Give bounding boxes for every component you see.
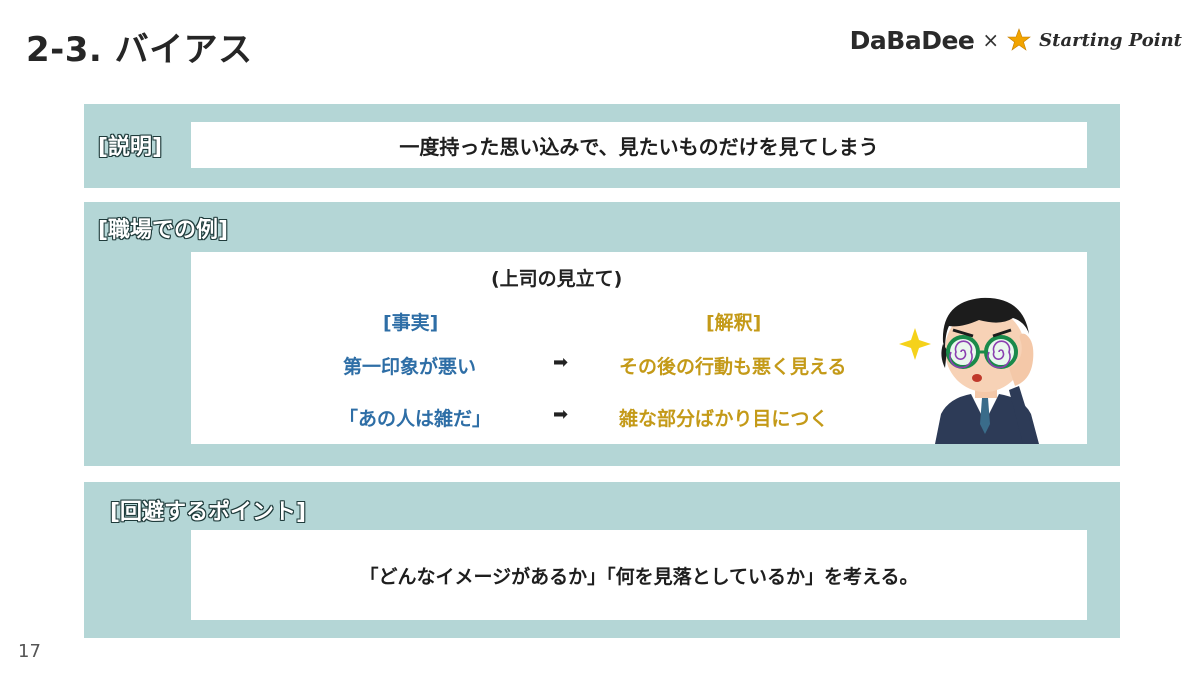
arrow-right-icon: ➡ xyxy=(553,404,569,425)
explanation-box: 一度持った思い込みで、見たいものだけを見てしまう xyxy=(191,122,1087,168)
page-title: 2-3. バイアス xyxy=(26,30,253,70)
explanation-label: [説明] xyxy=(98,135,163,160)
explanation-text: 一度持った思い込みで、見たいものだけを見てしまう xyxy=(399,134,879,159)
interpretation-row-1: その後の行動も悪く見える xyxy=(619,356,847,378)
workplace-example-label: [職場での例] xyxy=(98,218,229,243)
starting-point-logo: Starting Point xyxy=(1039,29,1182,51)
boss-view-heading: (上司の見立て) xyxy=(491,268,623,290)
page-number: 17 xyxy=(18,641,41,662)
avoidance-label: [回避するポイント] xyxy=(110,500,307,525)
workplace-example-panel: [職場での例] (上司の見立て) [事実] [解釈] 第一印象が悪い ➡ その後… xyxy=(84,202,1120,466)
workplace-example-box: (上司の見立て) [事実] [解釈] 第一印象が悪い ➡ その後の行動も悪く見え… xyxy=(191,252,1087,444)
brand-separator: × xyxy=(982,28,1000,52)
arrow-right-icon: ➡ xyxy=(553,352,569,373)
brand-logos: DaBaDee × Starting Point xyxy=(850,24,1182,56)
fact-row-2: 「あの人は雑だ」 xyxy=(339,408,492,430)
star-icon xyxy=(1007,28,1032,51)
fact-row-1: 第一印象が悪い xyxy=(343,356,477,378)
interpretation-column-header: [解釈] xyxy=(706,312,762,334)
avoidance-panel: [回避するポイント] 「どんなイメージがあるか」「何を見落としているか」を考える… xyxy=(84,482,1120,638)
avoidance-box: 「どんなイメージがあるか」「何を見落としているか」を考える。 xyxy=(191,530,1087,620)
interpretation-row-2: 雑な部分ばかり目につく xyxy=(619,408,829,430)
man-with-swirly-glasses-icon xyxy=(899,297,1039,444)
fact-column-header: [事実] xyxy=(383,312,439,334)
dabadee-logo: DaBaDee xyxy=(849,25,975,55)
explanation-panel: [説明] 一度持った思い込みで、見たいものだけを見てしまう xyxy=(84,104,1120,188)
avoidance-text: 「どんなイメージがあるか」「何を見落としているか」を考える。 xyxy=(359,565,919,588)
